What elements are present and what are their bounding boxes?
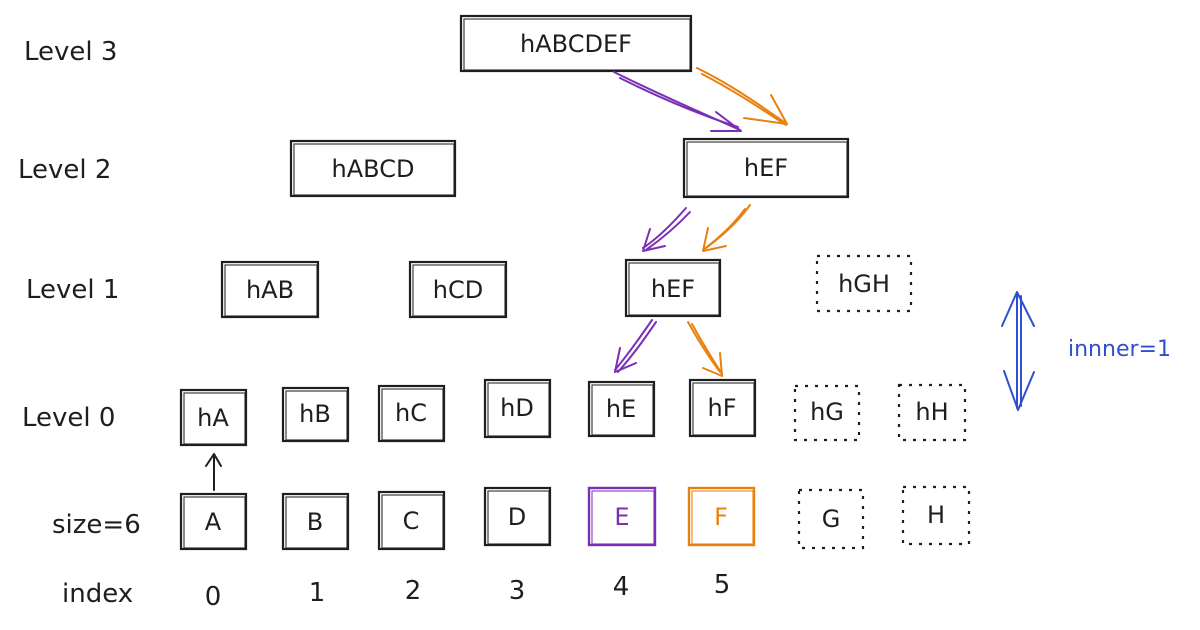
svg-text:hCD: hCD — [433, 276, 483, 304]
orange-arrow-level2-to-level1 — [702, 204, 751, 252]
index-5: 5 — [714, 570, 731, 600]
index-0: 0 — [205, 582, 222, 612]
svg-text:hG: hG — [810, 398, 844, 426]
node-hAB: hAB — [220, 260, 320, 319]
leaf-D: D — [483, 486, 552, 547]
svg-text:G: G — [822, 505, 841, 533]
node-hABCDEF: hABCDEF — [459, 14, 693, 73]
index-3: 3 — [509, 576, 526, 606]
purple-arrow-level2-to-level1 — [642, 207, 691, 252]
svg-text:C: C — [403, 507, 420, 535]
arrow-A-to-hA — [205, 453, 222, 491]
leaf-E: E — [587, 486, 657, 547]
svg-text:A: A — [205, 508, 222, 536]
node-hEF-level2: hEF — [682, 137, 850, 199]
index-2: 2 — [405, 576, 422, 606]
svg-text:hB: hB — [299, 400, 331, 428]
svg-text:hE: hE — [606, 395, 636, 423]
size-label: size=6 — [52, 510, 141, 540]
node-hABCD: hABCD — [289, 139, 457, 198]
purple-arrow-level3-to-level2 — [613, 71, 742, 132]
node-hCD: hCD — [408, 260, 508, 319]
svg-text:E: E — [614, 503, 629, 531]
svg-text:F: F — [714, 503, 728, 531]
svg-text:hABCDEF: hABCDEF — [520, 30, 632, 58]
orange-arrow-level3-to-level2 — [696, 67, 788, 126]
node-hH: hH — [897, 383, 967, 442]
svg-text:hGH: hGH — [838, 270, 890, 298]
leaf-F: F — [687, 486, 756, 547]
leaf-C: C — [377, 490, 446, 551]
svg-text:hC: hC — [395, 399, 427, 427]
svg-text:hAB: hAB — [246, 276, 294, 304]
node-hGH: hGH — [815, 254, 913, 313]
svg-text:H: H — [927, 501, 945, 529]
svg-text:hF: hF — [707, 394, 736, 422]
svg-text:D: D — [508, 503, 526, 531]
svg-text:hA: hA — [197, 404, 229, 432]
node-hG: hG — [793, 384, 861, 442]
node-hC: hC — [377, 384, 446, 443]
purple-arrow-level1-to-level0 — [614, 319, 657, 373]
node-hA: hA — [179, 388, 248, 447]
svg-text:hABCD: hABCD — [332, 155, 415, 183]
level-0-label: Level 0 — [22, 403, 115, 433]
svg-text:hD: hD — [500, 394, 534, 422]
index-label: index — [62, 579, 133, 609]
orange-arrow-level1-to-level0 — [687, 321, 723, 377]
level-1-label: Level 1 — [26, 275, 119, 305]
level-3-label: Level 3 — [24, 37, 117, 67]
node-hF: hF — [688, 378, 757, 438]
leaf-A: A — [179, 492, 248, 551]
index-4: 4 — [613, 572, 630, 602]
index-1: 1 — [309, 578, 326, 608]
level-2-label: Level 2 — [18, 155, 111, 185]
svg-text:B: B — [307, 508, 323, 536]
svg-text:hH: hH — [915, 398, 948, 426]
leaf-B: B — [281, 492, 350, 551]
node-hEF-level1: hEF — [624, 258, 722, 318]
svg-text:hEF: hEF — [651, 275, 695, 303]
node-hD: hD — [483, 378, 552, 439]
leaf-H: H — [901, 485, 971, 546]
inner-label: innner=1 — [1068, 337, 1171, 362]
node-hB: hB — [281, 386, 350, 443]
svg-text:hEF: hEF — [744, 154, 788, 182]
inner-height-double-arrow — [1001, 291, 1035, 411]
leaf-G: G — [797, 488, 865, 550]
node-hE: hE — [587, 380, 656, 438]
